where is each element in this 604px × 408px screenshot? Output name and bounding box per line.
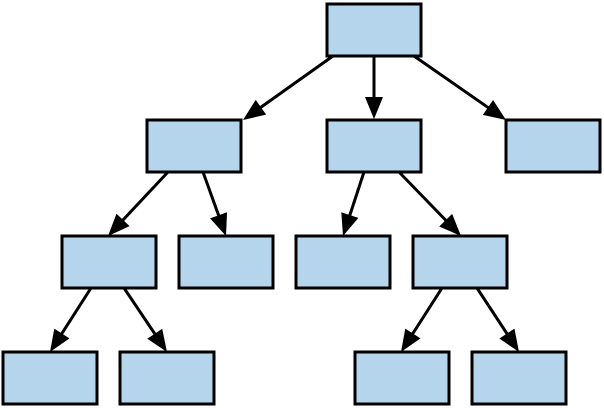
node-box [177, 234, 275, 290]
arrow-head-icon [439, 213, 461, 236]
edge-line [120, 170, 170, 223]
node-b1 [294, 234, 392, 290]
edge-line [59, 286, 93, 337]
edge-line [410, 286, 444, 337]
arrow-head-icon [341, 212, 359, 236]
node-c [504, 118, 602, 174]
edge-a1-a1y [122, 286, 167, 352]
node-box [60, 234, 158, 290]
node-root [325, 2, 423, 58]
node-box [504, 118, 602, 174]
node-box [118, 350, 216, 406]
edge-root-c [412, 54, 506, 120]
node-box [1, 350, 99, 406]
edges-layer [50, 54, 519, 352]
node-box [470, 350, 568, 406]
node-b [325, 118, 423, 174]
edge-b2-b2y [475, 286, 519, 352]
arrow-head-icon [243, 99, 267, 120]
edge-a-a1 [108, 170, 170, 236]
node-box [294, 234, 392, 290]
node-b2y [470, 350, 568, 406]
arrow-head-icon [50, 328, 70, 352]
arrow-head-icon [482, 100, 506, 120]
arrow-head-icon [147, 328, 167, 352]
edge-b-b2 [397, 170, 461, 236]
node-box [325, 118, 423, 174]
edge-a-a2 [201, 170, 228, 236]
edge-line [347, 170, 366, 219]
edge-line [257, 54, 335, 110]
arrow-head-icon [401, 328, 421, 352]
node-a1y [118, 350, 216, 406]
edge-line [201, 170, 221, 219]
edge-line [122, 286, 158, 337]
edge-line [397, 170, 449, 224]
edge-b-b1 [341, 170, 366, 236]
arrow-head-icon [499, 328, 519, 352]
arrow-head-icon [210, 212, 228, 236]
edge-root-a [243, 54, 335, 120]
node-a1x [1, 350, 99, 406]
edge-root-b [365, 54, 383, 119]
arrow-head-icon [365, 97, 383, 119]
node-b2 [411, 234, 509, 290]
node-a1 [60, 234, 158, 290]
edge-b2-b2x [401, 286, 444, 352]
edge-a1-a1x [50, 286, 93, 352]
node-b2x [353, 350, 451, 406]
edge-line [412, 54, 492, 111]
node-box [145, 118, 243, 174]
node-box [411, 234, 509, 290]
node-box [325, 2, 423, 58]
node-a [145, 118, 243, 174]
edge-line [475, 286, 510, 337]
node-a2 [177, 234, 275, 290]
node-box [353, 350, 451, 406]
arrow-head-icon [108, 213, 130, 236]
